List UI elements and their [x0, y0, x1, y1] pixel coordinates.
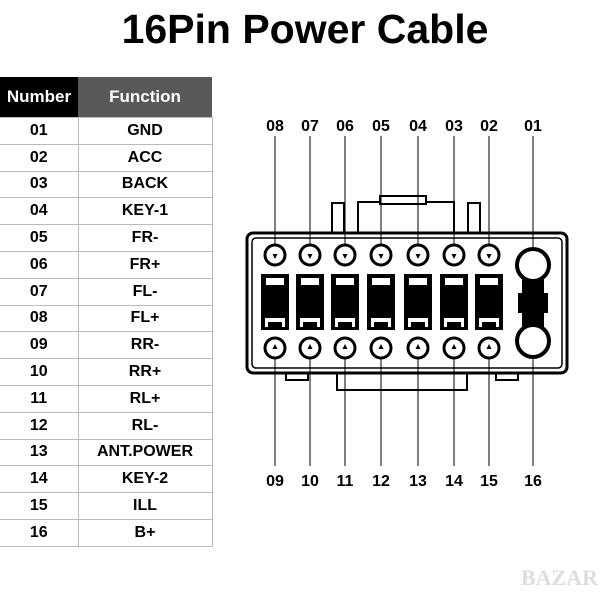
- pin-arrow: [307, 344, 313, 349]
- pin-label-16: 16: [524, 473, 542, 490]
- pin-number: 12: [0, 411, 79, 440]
- pin-number: 11: [0, 384, 79, 413]
- pin-arrow: [307, 254, 313, 259]
- pin-function: RR+: [77, 358, 213, 386]
- terminal-slot: [445, 278, 463, 285]
- pin-label-top: 08: [266, 118, 284, 135]
- terminal-notch: [411, 322, 425, 330]
- pin-label-top: 04: [409, 118, 427, 135]
- watermark: BAZAR: [521, 565, 599, 590]
- pin-label-01: 01: [524, 118, 542, 135]
- pin-function: GND: [77, 117, 213, 145]
- pin-arrow: [378, 344, 384, 349]
- pin-function: KEY-2: [77, 465, 213, 494]
- pin-function: RL+: [77, 384, 213, 413]
- pin-number: 10: [0, 358, 79, 386]
- pin-arrow: [415, 254, 421, 259]
- pin-label-bottom: 15: [480, 473, 498, 490]
- pin-label-top: 03: [445, 118, 463, 135]
- pin-arrow: [272, 344, 278, 349]
- header-function: Function: [78, 77, 212, 118]
- pin-arrow: [342, 254, 348, 259]
- latch-tab: [467, 202, 481, 236]
- pin-arrow: [378, 254, 384, 259]
- pin-arrow: [451, 344, 457, 349]
- power-pin-circle: [515, 247, 551, 283]
- terminal-notch: [303, 322, 317, 330]
- connector-inner-outline: [251, 237, 563, 369]
- pin-label-top: 05: [372, 118, 390, 135]
- pin-number: 14: [0, 465, 79, 494]
- pin-function: B+: [77, 518, 213, 547]
- terminal-slot: [301, 278, 319, 285]
- terminal-notch: [482, 322, 496, 330]
- pin-label-bottom: 14: [445, 473, 463, 490]
- pin-arrow: [415, 344, 421, 349]
- pin-arrow: [272, 254, 278, 259]
- pin-number: 16: [0, 518, 79, 547]
- pin-number: 06: [0, 250, 79, 279]
- terminal-slot: [409, 278, 427, 285]
- pin-function: ANT.POWER: [77, 438, 213, 467]
- terminal-notch: [447, 322, 461, 330]
- pin-arrow: [342, 344, 348, 349]
- power-terminal-center: [518, 293, 548, 313]
- terminal-slot: [372, 278, 390, 285]
- page-title: 16Pin Power Cable: [121, 6, 489, 52]
- pin-number: 03: [0, 170, 79, 199]
- terminal-slot: [336, 278, 354, 285]
- top-key-cap: [379, 195, 427, 205]
- pin-arrow: [486, 254, 492, 259]
- pin-label-top: 07: [301, 118, 319, 135]
- pin-label-bottom: 11: [337, 473, 354, 490]
- pin-label-top: 06: [336, 118, 354, 135]
- top-key: [357, 201, 455, 236]
- pin-function: BACK: [77, 170, 213, 199]
- terminal-notch: [268, 322, 282, 330]
- pin-label-bottom: 09: [266, 473, 284, 490]
- pin-function: KEY-1: [77, 197, 213, 226]
- pin-label-top: 02: [480, 118, 498, 135]
- terminal-slot: [266, 278, 284, 285]
- pin-arrow: [451, 254, 457, 259]
- pin-label-bottom: 12: [372, 473, 390, 490]
- terminal-slot: [480, 278, 498, 285]
- terminal-notch: [374, 322, 388, 330]
- pin-number: 01: [0, 117, 79, 145]
- latch-tab: [331, 202, 345, 236]
- power-pin-circle: [515, 323, 551, 359]
- terminal-notch: [338, 322, 352, 330]
- header-number: Number: [0, 77, 78, 118]
- pin-label-bottom: 10: [301, 473, 319, 490]
- pin-arrow: [486, 344, 492, 349]
- pin-label-bottom: 13: [409, 473, 427, 490]
